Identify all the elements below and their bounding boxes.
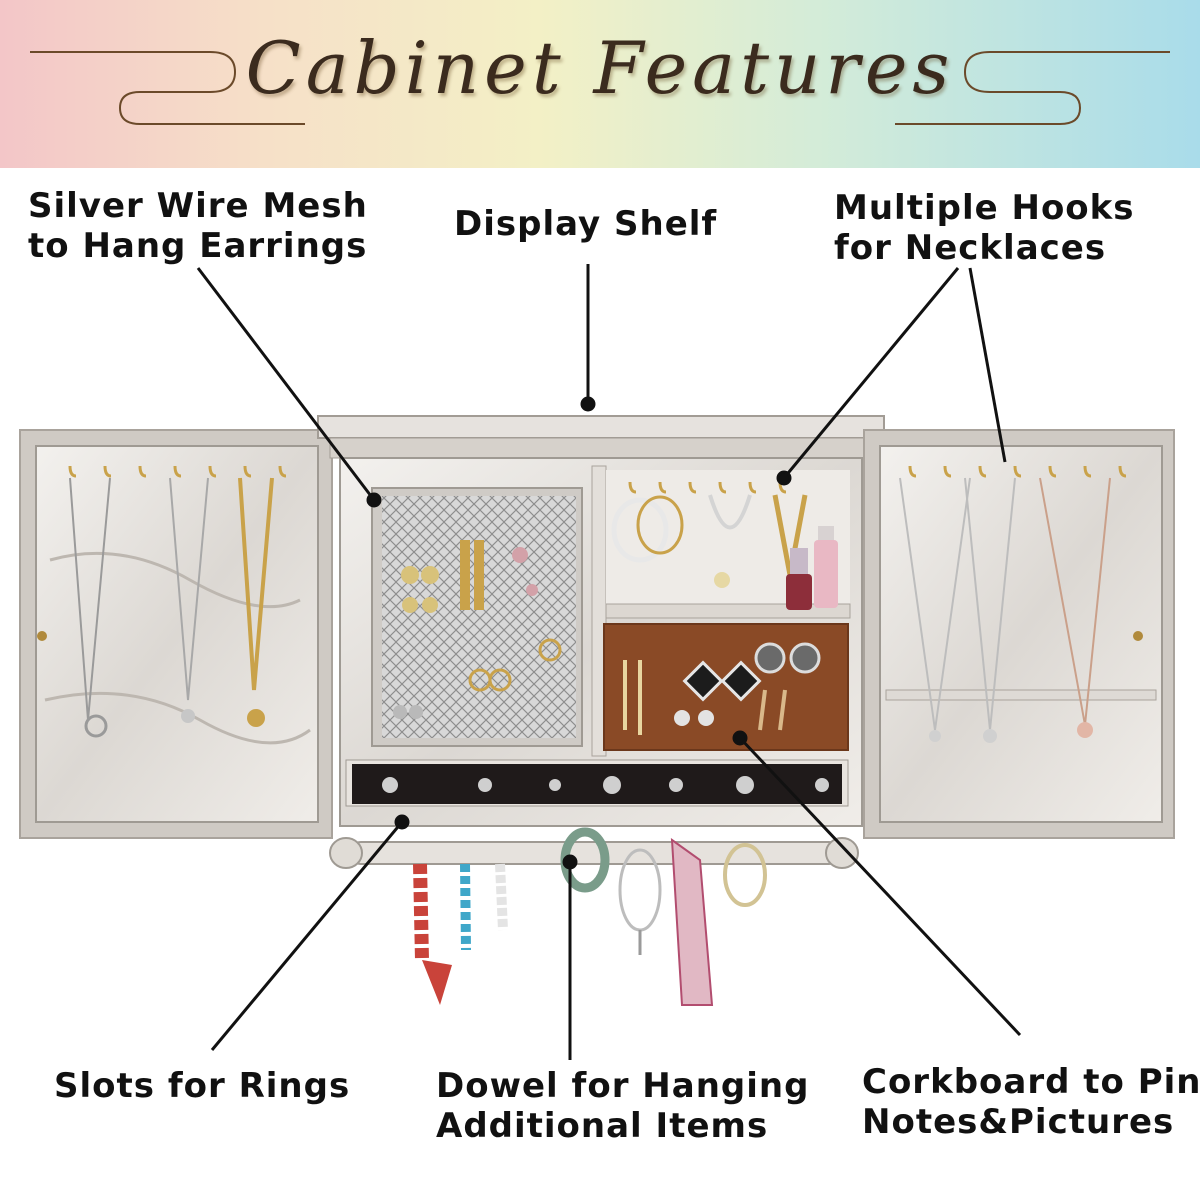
bangle-icon bbox=[413, 827, 767, 1006]
earring-icon bbox=[393, 540, 562, 719]
label-multiple-hooks: Multiple Hooks for Necklaces bbox=[834, 188, 1135, 268]
cabinet-body bbox=[317, 415, 885, 827]
left-swirl-ornament bbox=[30, 51, 305, 125]
page-title: Cabinet Features bbox=[245, 26, 955, 110]
left-door bbox=[19, 429, 333, 839]
dowel-rod bbox=[329, 837, 859, 869]
necklace-icon bbox=[69, 477, 274, 738]
necklace-icon bbox=[899, 477, 1111, 743]
label-dowel: Dowel for Hanging Additional Items bbox=[436, 1066, 810, 1146]
nail-polish-icon bbox=[786, 526, 838, 610]
right-swirl-ornament bbox=[895, 51, 1170, 125]
earring-icon bbox=[623, 642, 821, 735]
title-banner: Cabinet Features bbox=[0, 0, 1200, 168]
label-corkboard: Corkboard to Pin Notes&Pictures bbox=[862, 1062, 1200, 1142]
label-wire-mesh: Silver Wire Mesh to Hang Earrings bbox=[28, 186, 368, 266]
hook-icon bbox=[628, 481, 787, 494]
label-ring-slots: Slots for Rings bbox=[54, 1066, 351, 1106]
right-door bbox=[863, 429, 1175, 839]
label-display-shelf: Display Shelf bbox=[454, 204, 718, 244]
